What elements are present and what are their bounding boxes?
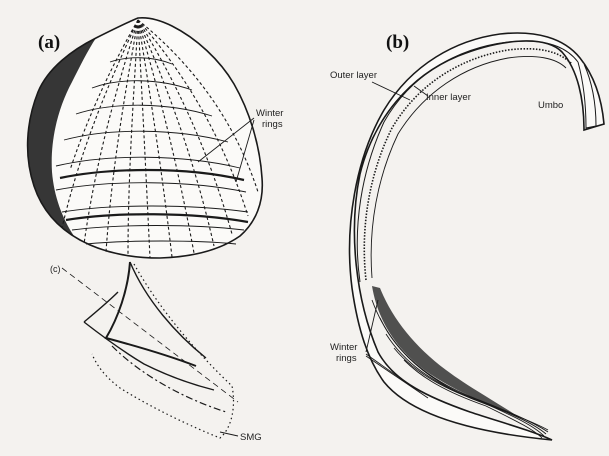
winter-rings-label-a-line1: Winter xyxy=(256,108,283,119)
wedge-shading xyxy=(372,286,520,418)
section-outer-boundary xyxy=(350,33,604,440)
panel-c-letter: (c) xyxy=(50,264,61,274)
panel-c: (c) SMG xyxy=(50,262,262,443)
umbo-label: Umbo xyxy=(538,100,563,111)
outer-layer-line xyxy=(357,41,578,282)
inner-layer-label: Inner layer xyxy=(426,92,471,103)
panel-a: (a) xyxy=(28,18,284,258)
inner-layer-dots xyxy=(364,49,572,280)
panel-b: (b) Outer layer Inner layer Umbo Winter … xyxy=(330,32,604,440)
smg-label: SMG xyxy=(240,432,262,443)
margin-outline-1 xyxy=(106,262,196,366)
dotted-outline xyxy=(92,264,234,438)
winter-rings-label-b-line2: rings xyxy=(336,353,357,364)
panel-b-letter: (b) xyxy=(386,32,409,53)
smg-leader xyxy=(220,432,238,436)
growth-axis xyxy=(62,268,238,402)
outer-layer-label: Outer layer xyxy=(330,70,377,81)
winter-rings-label-b-line1: Winter xyxy=(330,342,357,353)
inner-section-curve xyxy=(84,322,214,390)
winter-rings-label-a-line2: rings xyxy=(262,119,283,130)
inner-layer-leader xyxy=(414,86,428,96)
panel-a-letter: (a) xyxy=(38,32,60,53)
